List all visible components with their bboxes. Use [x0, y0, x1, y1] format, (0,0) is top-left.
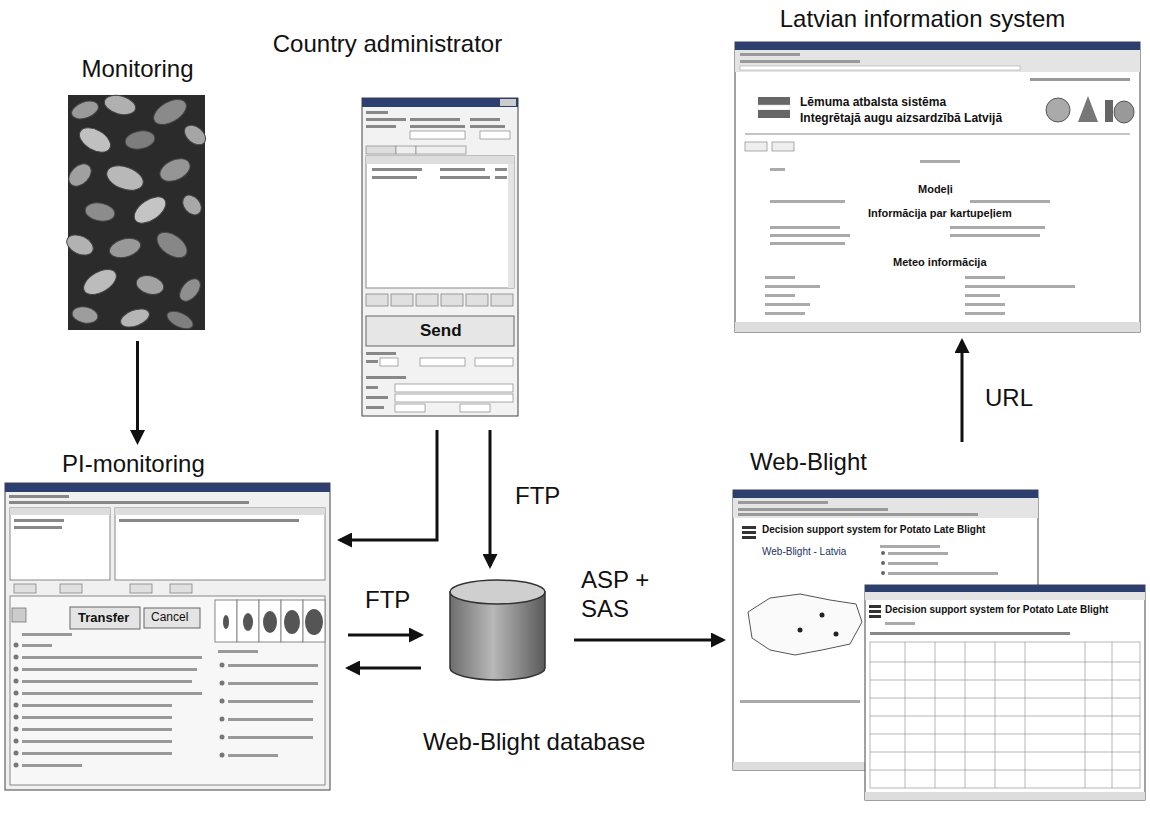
screenshot-panel: Latvian information system: [698, 5, 1147, 335]
flow-arrow: [348, 667, 421, 670]
node-heading: Country administrator: [248, 30, 527, 59]
node-heading: Monitoring: [58, 55, 217, 84]
flow-arrow: [348, 634, 421, 637]
pi-monitoring-window: [5, 483, 330, 790]
screenshot-panel: Web-Blight: [733, 448, 1149, 803]
screen-text: Web-Blight - Latvia: [762, 546, 846, 558]
node-heading: PI-monitoring: [62, 450, 334, 479]
flow-arrow: [961, 341, 964, 442]
photo-panel: Monitoring: [58, 55, 217, 335]
screen-text: Decision support system for Potato Late …: [885, 604, 1108, 616]
flow-arrow: [136, 341, 139, 442]
screenshot-panel: Country administrator: [248, 30, 527, 422]
screen-text: Meteo informācija: [893, 256, 987, 269]
screen-text: Cancel: [151, 611, 188, 625]
screen-text: Informācija par kartupeļiem: [868, 207, 1012, 220]
web-blight-windows: [733, 490, 1145, 800]
admin-window: [362, 98, 518, 416]
flow-arrow: [489, 430, 492, 566]
screen-text: Send: [420, 321, 462, 341]
screen-text: Modeļi: [918, 183, 953, 196]
edge-label: URL: [982, 384, 1036, 413]
node-heading: Web-Blight database: [423, 728, 572, 757]
screen-text: Transfer: [78, 611, 129, 626]
edge-label: FTP: [512, 482, 563, 511]
flow-arrow: [574, 639, 723, 642]
edge-label: FTP: [362, 586, 413, 615]
screen-text: Decision support system for Potato Late …: [762, 524, 985, 536]
flow-arrow: [340, 430, 437, 540]
database-cylinder: [450, 580, 545, 680]
latvian-site-window: [735, 42, 1140, 332]
foliage-photo: [64, 92, 210, 332]
edge-label: ASP + SAS: [578, 566, 664, 624]
screen-text: Lēmuma atbalsta sistēma: [800, 96, 946, 110]
screen-text: Integrētajā augu aizsardzībā Latvijā: [800, 112, 1002, 126]
node-heading: Latvian information system: [698, 5, 1147, 34]
node-heading: Web-Blight: [750, 448, 1149, 477]
database-node: Web-Blight database: [423, 572, 572, 757]
